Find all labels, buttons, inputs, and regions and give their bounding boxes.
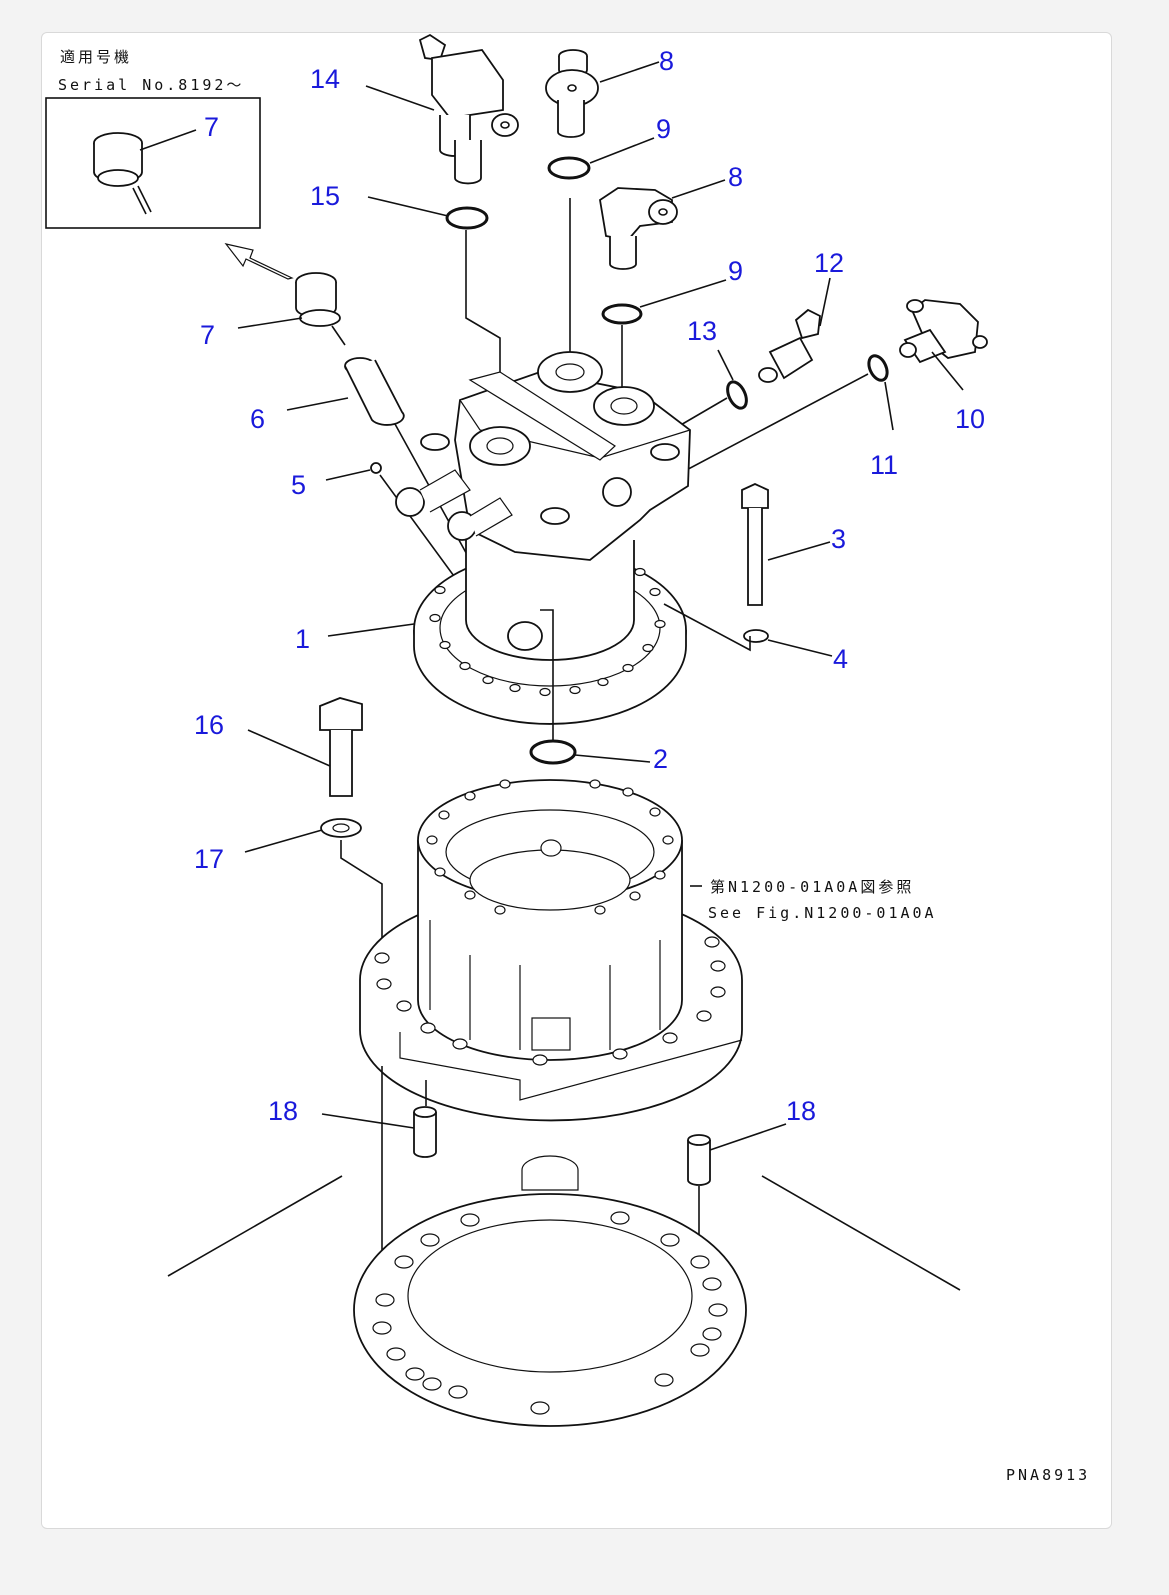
ring-leader-right <box>761 1175 961 1291</box>
callout-7: 7 <box>200 320 215 350</box>
reference-en-text: See Fig.N1200-01A0A <box>708 904 937 922</box>
leader-12 <box>819 277 831 327</box>
part-13-oring <box>726 380 748 410</box>
ring-leader-left <box>167 1175 343 1277</box>
leader-7-inset <box>139 129 197 151</box>
callout-8-mid: 8 <box>728 162 743 192</box>
callout-6: 6 <box>250 404 265 434</box>
part-7-relief-valve-drawing <box>295 272 346 346</box>
leader-16 <box>247 729 331 767</box>
leader-13 <box>717 349 734 381</box>
leader-17 <box>244 829 323 853</box>
drawing-code: PNA8913 <box>1006 1466 1090 1484</box>
part-1-swing-motor-drawing <box>395 351 691 725</box>
leader-11 <box>884 381 894 431</box>
leader-1 <box>327 623 415 637</box>
callout-9-top: 9 <box>656 114 671 144</box>
leader-8-top <box>599 61 660 83</box>
inset-arrow-icon <box>224 243 294 280</box>
leader-7 <box>237 317 303 329</box>
part-10-check-valve-drawing <box>899 299 988 364</box>
leader-2 <box>574 754 651 763</box>
callout-5: 5 <box>291 470 306 500</box>
callout-8-top: 8 <box>659 46 674 76</box>
guide-2 <box>540 609 554 740</box>
callout-2: 2 <box>653 744 668 774</box>
part-3-bolt-drawing <box>741 483 769 606</box>
part-18-right-pin-drawing <box>687 1134 711 1186</box>
callout-4: 4 <box>833 644 848 674</box>
leader-5 <box>325 469 371 481</box>
leader-3 <box>767 541 831 561</box>
part-8-mid-elbow-drawing <box>599 187 678 270</box>
callout-18-left: 18 <box>268 1096 298 1126</box>
leader-9-top <box>589 137 655 164</box>
inset-relief-valve-drawing <box>93 132 152 215</box>
part-12-elbow-drawing <box>758 308 821 383</box>
guide-11 <box>659 373 869 485</box>
guide-17 <box>340 840 383 960</box>
callout-12: 12 <box>814 248 844 278</box>
callout-15: 15 <box>310 181 340 211</box>
callout-9-mid: 9 <box>728 256 743 286</box>
callout-16: 16 <box>194 710 224 740</box>
mounting-ring-drawing <box>353 1155 747 1427</box>
callout-17: 17 <box>194 844 224 874</box>
swing-reducer-drawing <box>359 779 743 1122</box>
reference-jp-text: 第N1200-01A0A図参照 <box>710 878 914 896</box>
applicable-serial-jp: 適用号機 <box>60 48 132 66</box>
part-2-oring <box>529 739 577 765</box>
part-4-washer <box>743 629 769 643</box>
part-15-oring <box>445 206 489 230</box>
part-14-valve-drawing <box>418 33 519 185</box>
inset-box <box>45 97 261 229</box>
leader-10 <box>931 351 964 391</box>
guide-4 <box>663 603 751 652</box>
callout-3: 3 <box>831 524 846 554</box>
part-9-top-oring <box>547 156 591 180</box>
part-6-sleeve-drawing <box>344 357 405 426</box>
part-9-mid-oring <box>601 303 643 325</box>
callout-1: 1 <box>295 624 310 654</box>
leader-18-left <box>321 1113 415 1129</box>
part-5-plug <box>370 462 382 474</box>
callout-10: 10 <box>955 404 985 434</box>
callout-7-inset: 7 <box>204 112 219 142</box>
leader-14 <box>365 85 435 111</box>
leader-4 <box>767 639 833 657</box>
leader-15 <box>367 196 449 217</box>
leader-6 <box>286 397 349 411</box>
leader-9-mid <box>639 279 727 308</box>
part-11-oring <box>867 354 889 382</box>
callout-13: 13 <box>687 316 717 346</box>
callout-14: 14 <box>310 64 340 94</box>
callout-11: 11 <box>870 450 898 480</box>
part-18-left-pin-drawing <box>413 1106 437 1158</box>
serial-number-text: Serial No.8192〜 <box>58 76 244 94</box>
leader-8-mid <box>671 179 726 199</box>
part-8-top-fitting-drawing <box>545 49 599 138</box>
part-16-bolt-drawing <box>319 697 363 797</box>
leader-18-right <box>709 1123 787 1151</box>
callout-18-right: 18 <box>786 1096 816 1126</box>
